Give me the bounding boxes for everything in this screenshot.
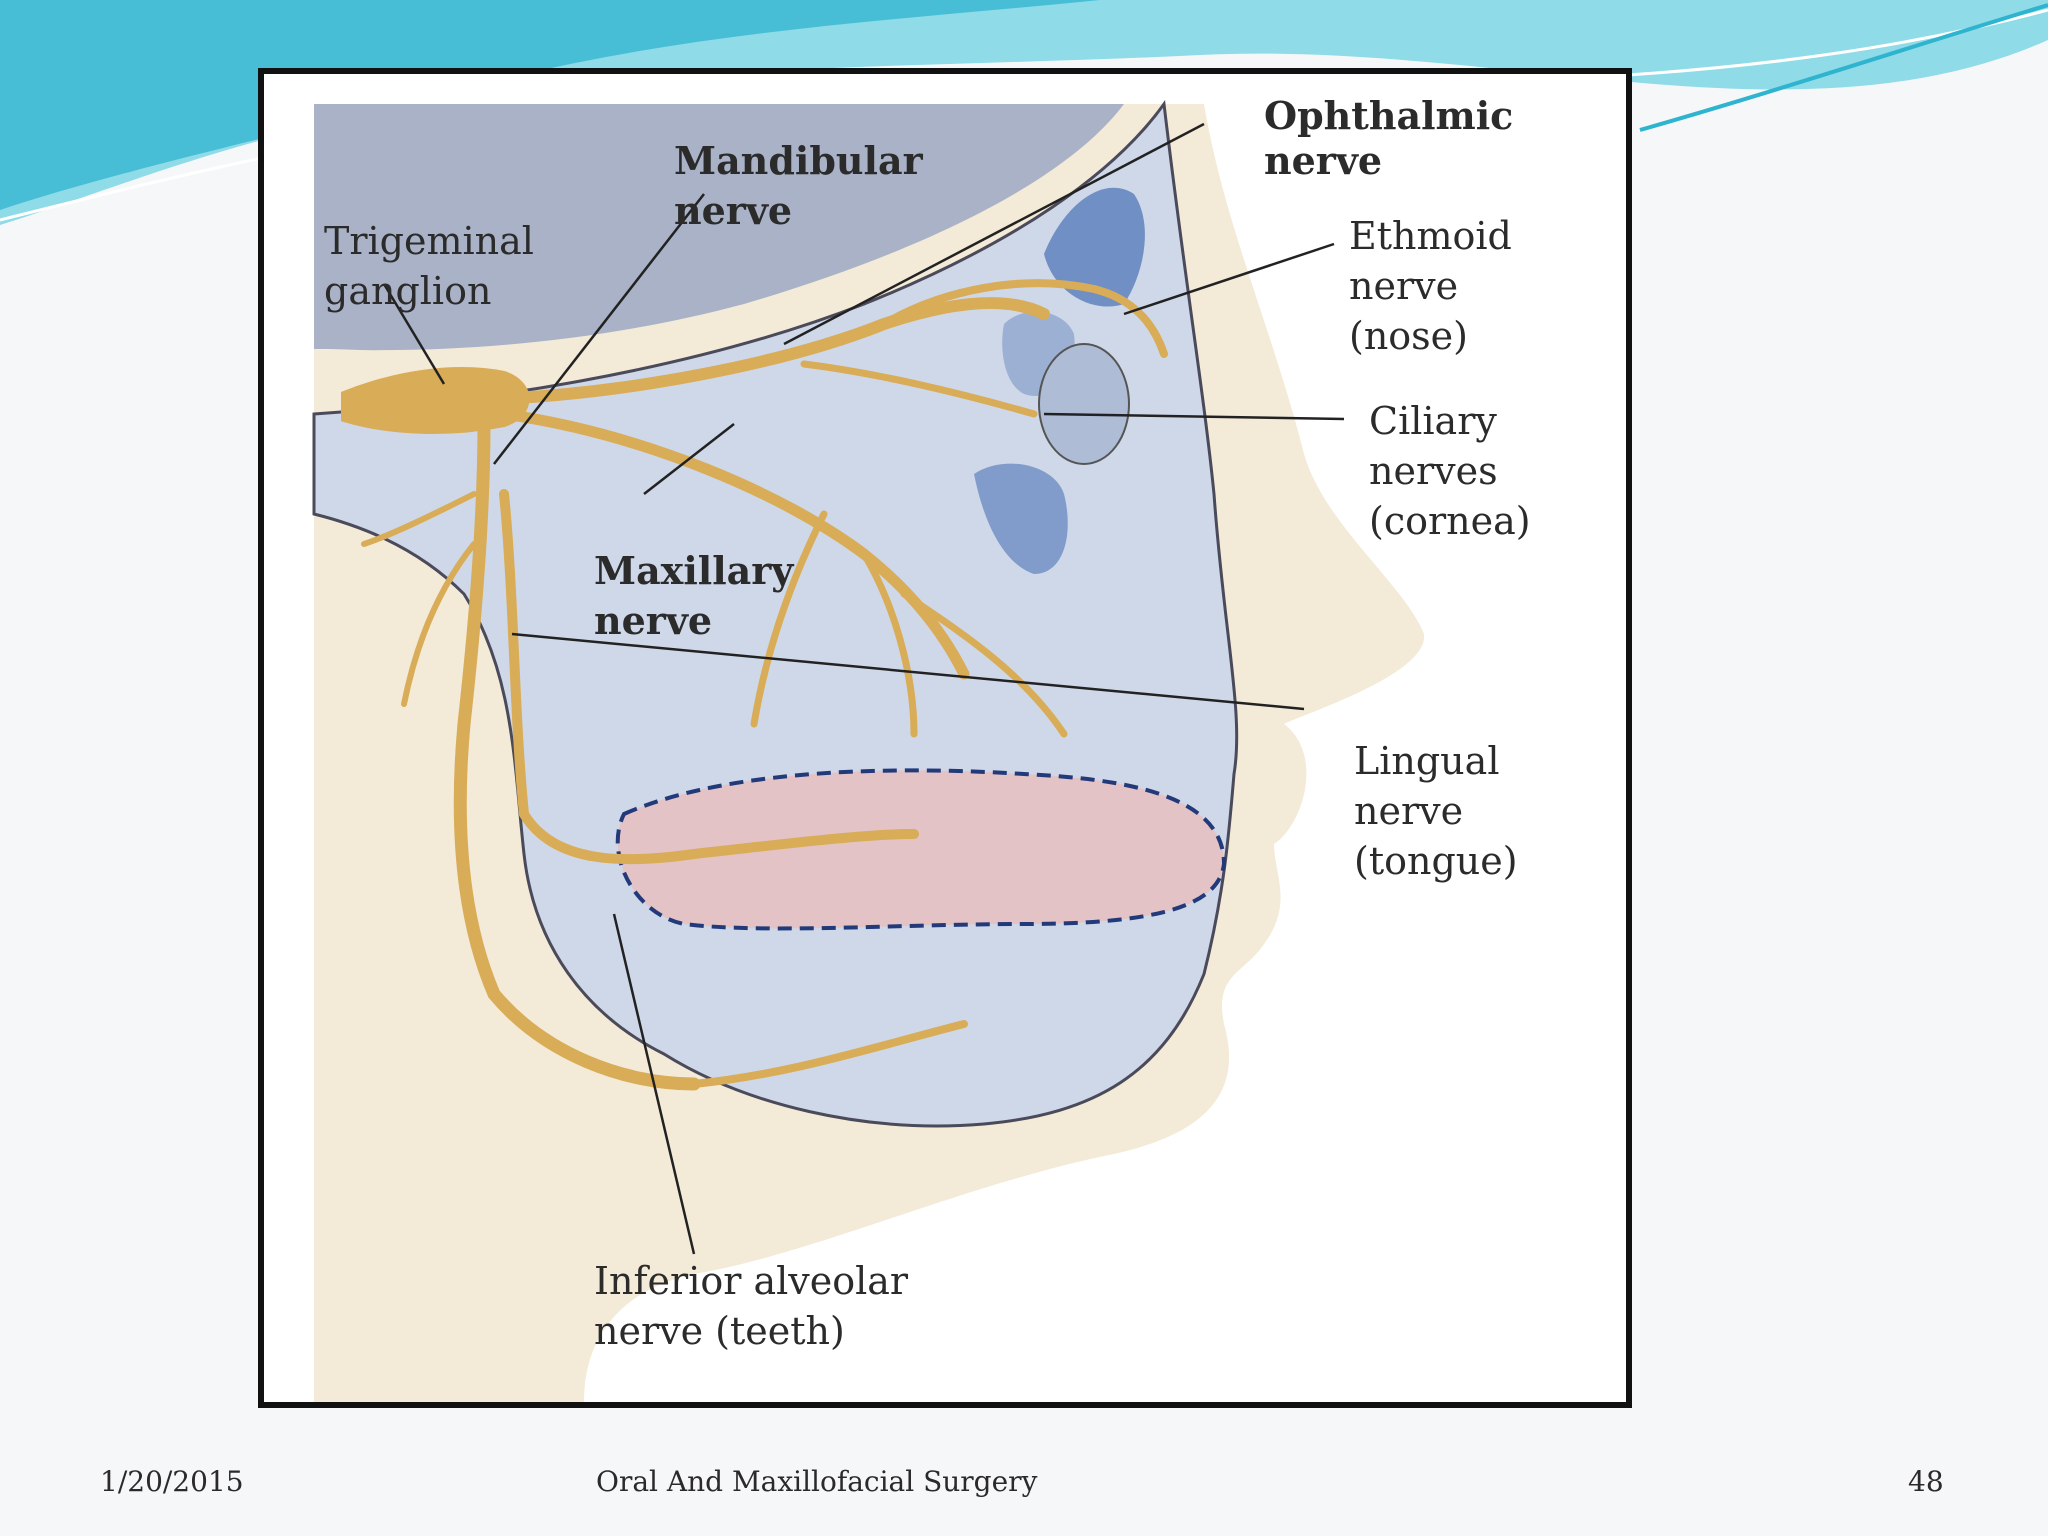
eye-orbit	[1038, 343, 1130, 465]
trigeminal-nerve-diagram: Ophthalmic nerve Mandibular nerve Trigem…	[312, 93, 1531, 1402]
label-mandibular-1: Mandibular	[674, 138, 924, 183]
ophthalmic-branch	[488, 297, 1050, 405]
inferior-alveolar-teeth	[690, 1020, 968, 1088]
maxillary-sub-3	[750, 510, 828, 728]
tongue	[615, 768, 1227, 931]
label-ciliary-2: nerves	[1369, 449, 1498, 493]
label-ophthalmic-1: Ophthalmic	[1264, 93, 1513, 138]
slide-number: 48	[1908, 1465, 1944, 1498]
brain-region	[314, 104, 1124, 356]
label-inferior-alveolar-2: nerve (teeth)	[594, 1309, 845, 1353]
leader-lingual	[511, 632, 1305, 711]
maxillary-sub-2	[900, 590, 1068, 738]
ethmoid-branch	[880, 279, 1168, 358]
leader-maxillary	[643, 423, 735, 495]
label-inferior-alveolar-1: Inferior alveolar	[594, 1259, 909, 1303]
mandibular-sub-1	[361, 491, 477, 547]
label-ethmoid-2: nerve	[1349, 264, 1458, 308]
leader-ciliary	[1043, 412, 1345, 421]
label-lingual-1: Lingual	[1354, 739, 1499, 783]
label-maxillary-1: Maxillary	[594, 548, 794, 593]
label-lingual-2: nerve	[1354, 789, 1463, 833]
maxillary-branch	[498, 408, 970, 680]
leader-ethmoid	[1123, 242, 1335, 316]
top-wave-dark	[0, 0, 1100, 210]
maxillary-sub-1	[860, 550, 918, 738]
label-lingual-3: (tongue)	[1354, 839, 1518, 883]
leader-ophthalmic	[783, 122, 1205, 346]
right-wave-line	[1639, 3, 2048, 132]
mandibular-sub-2	[401, 541, 477, 707]
leader-inferior-alveolar	[612, 913, 696, 1255]
label-maxillary-2: nerve	[594, 598, 712, 643]
leader-lines	[382, 122, 1345, 1255]
nerve-paths	[341, 279, 1168, 1091]
label-mandibular-2: nerve	[674, 188, 792, 233]
label-ciliary-1: Ciliary	[1369, 399, 1497, 443]
leader-mandibular	[493, 193, 705, 465]
label-ciliary-3: (cornea)	[1369, 499, 1531, 543]
label-ophthalmic-2: nerve	[1264, 138, 1382, 183]
label-ethmoid-1: Ethmoid	[1349, 214, 1512, 258]
frontal-sinus	[1044, 187, 1145, 307]
lingual-branch	[499, 489, 919, 865]
mandibular-trunk	[453, 417, 701, 1091]
label-ethmoid-3: (nose)	[1349, 314, 1468, 358]
label-trigeminal-1: Trigeminal	[324, 219, 534, 263]
footer-date: 1/20/2015	[100, 1465, 244, 1498]
maxillary-sinus	[974, 463, 1068, 574]
diagram-frame: Ophthalmic nerve Mandibular nerve Trigem…	[258, 68, 1632, 1408]
leader-trigeminal	[382, 283, 446, 385]
ciliary-branch	[800, 360, 1038, 418]
label-trigeminal-2: ganglion	[324, 269, 491, 313]
footer-title: Oral And Maxillofacial Surgery	[596, 1465, 1038, 1498]
